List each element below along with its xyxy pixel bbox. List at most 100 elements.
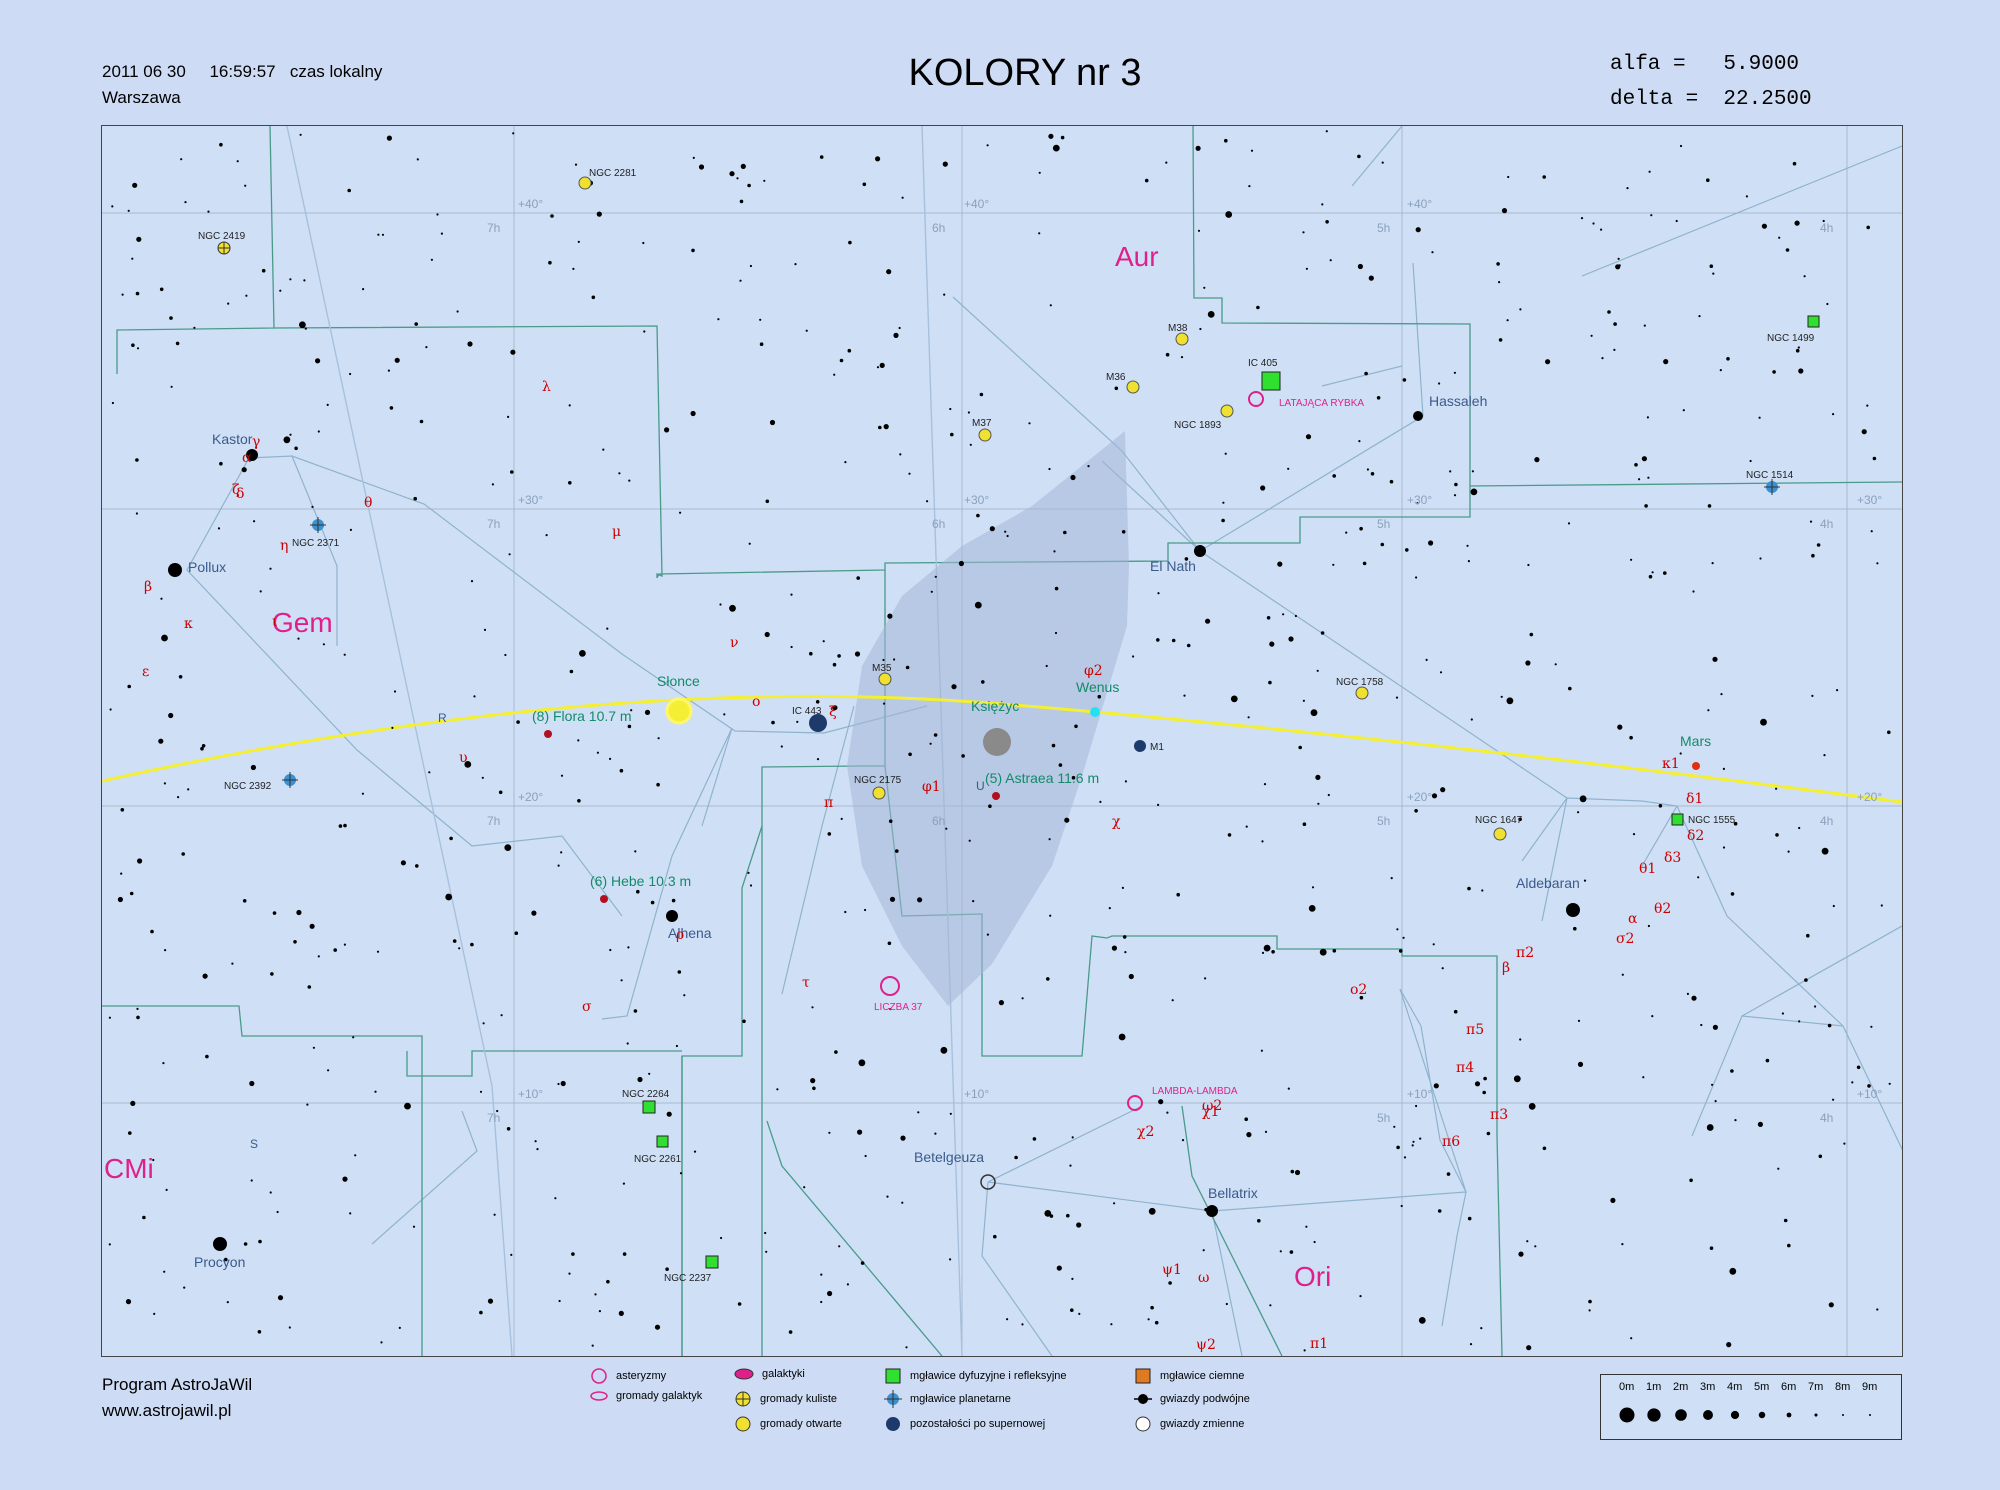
star [425,346,428,349]
star [888,819,893,823]
orange-square-icon [1135,1368,1151,1384]
asteroid-astraea-icon[interactable] [992,792,1000,800]
dec-label-10b: +10° [964,1087,989,1101]
m35-icon[interactable] [878,672,892,686]
star [169,316,173,320]
ngc1647-icon[interactable] [1493,827,1507,841]
program-url[interactable]: www.astrojawil.pl [102,1401,232,1420]
star [648,1072,651,1075]
star [895,849,899,853]
ngc2371-icon[interactable] [310,517,326,533]
m37-icon[interactable] [978,428,992,442]
star [326,403,329,406]
ngc2175-icon[interactable] [872,786,886,800]
star-aldebaran[interactable] [1566,903,1580,917]
star [1277,561,1283,567]
star [1866,225,1870,230]
star [958,560,965,567]
star [470,580,474,583]
star [1357,263,1363,270]
star [1749,459,1752,463]
star [1706,178,1710,182]
ngc2261-icon[interactable] [656,1135,669,1148]
star [1431,793,1438,799]
star [1184,557,1189,561]
ngc2264-icon[interactable] [642,1100,656,1114]
star-procyon[interactable] [213,1237,227,1251]
star [747,183,751,188]
mars-icon[interactable] [1692,762,1700,770]
asteroid-hebe-icon[interactable] [600,895,608,903]
star [737,1302,742,1306]
label-ngc2371: NGC 2371 [292,538,340,549]
star [636,889,640,894]
star [886,269,892,275]
star-alhena[interactable] [666,910,678,922]
ngc2281-icon[interactable] [578,176,592,190]
star [1248,185,1251,188]
moon-icon[interactable] [983,728,1011,756]
star [961,754,965,758]
star [719,603,722,606]
ngc1555-icon[interactable] [1671,813,1684,826]
star [1577,1061,1584,1067]
ra-label-7h-b: 7h [487,517,500,531]
star [1311,886,1315,889]
ngc1514-icon[interactable] [1764,479,1780,495]
ngc1893-icon[interactable] [1220,404,1234,418]
star [654,1324,661,1330]
star [510,470,514,474]
star [1714,1100,1717,1103]
ic405-icon[interactable] [1261,371,1281,391]
ngc2419-icon[interactable] [217,241,231,255]
star [1634,463,1638,467]
star-bellatrix[interactable] [1206,1205,1218,1217]
star-map[interactable]: +40° +40° +40° +30° +30° +30° +30° +20° … [101,125,1903,1357]
star [1700,1023,1703,1027]
constellation-aur[interactable]: Aur [1115,241,1159,272]
star [415,864,419,868]
star-el-nath[interactable] [1194,545,1206,557]
star-betelgeuza[interactable] [980,1174,996,1190]
constellation-gem[interactable]: Gem [272,607,333,638]
sun-icon[interactable] [665,697,693,725]
star [514,931,519,935]
star [449,836,453,841]
ngc1758-icon[interactable] [1355,686,1369,700]
star [1454,482,1458,487]
star [1046,977,1050,981]
m38-icon[interactable] [1175,332,1189,346]
star-pollux[interactable] [168,563,182,577]
ngc1499-icon[interactable] [1807,315,1820,328]
star [481,776,484,779]
star-hassaleh[interactable] [1413,411,1423,421]
ngc2392-icon[interactable] [282,772,298,788]
m36-icon[interactable] [1126,380,1140,394]
star [812,1086,816,1091]
star [1359,995,1364,1000]
star [1500,695,1503,698]
latajaca-rybka-icon[interactable] [1248,391,1264,407]
constellation-cmi[interactable]: CMi [104,1153,154,1184]
star [243,1242,248,1246]
constellation-ori[interactable]: Ori [1294,1261,1331,1292]
star [1256,305,1260,310]
star [1526,1240,1529,1243]
m1-icon[interactable] [1134,740,1146,752]
asteroid-flora-icon[interactable] [544,730,552,738]
liczba-37-icon[interactable] [880,976,900,996]
star [1166,1111,1169,1114]
magnitude-label: 6m [1781,1381,1797,1393]
ic443-icon[interactable] [809,714,827,732]
magnitude-dot [1647,1408,1661,1422]
star [986,933,990,936]
ngc2237-icon[interactable] [705,1255,719,1269]
star [1064,817,1070,823]
star-kastor[interactable] [246,449,258,461]
star [1021,1323,1024,1326]
constellation-lines [186,126,1902,1356]
star [675,1044,679,1048]
lambda-lambda-icon[interactable] [1127,1095,1143,1111]
star [893,332,899,338]
venus-icon[interactable] [1090,707,1100,717]
